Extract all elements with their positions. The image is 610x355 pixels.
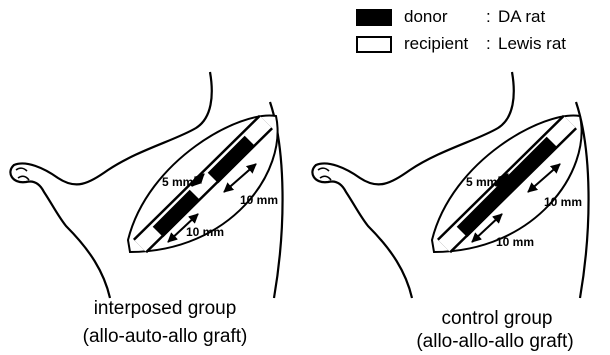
caption-control-line1: control group	[402, 308, 592, 330]
label-5mm: 5 mm	[466, 175, 497, 189]
label-10mm-right: 10 mm	[544, 195, 582, 209]
caption-interposed-line2: (allo-auto-allo graft)	[30, 326, 300, 348]
label-5mm: 5 mm	[162, 175, 193, 189]
label-10mm-lower: 10 mm	[186, 225, 224, 239]
panel-interposed: 5 mm 10 mm 10 mm	[10, 72, 282, 298]
label-10mm-lower: 10 mm	[496, 235, 534, 249]
panel-control: 5 mm 10 mm 10 mm	[312, 72, 588, 298]
caption-interposed-line1: interposed group	[40, 298, 290, 320]
rat-paw	[318, 168, 331, 180]
caption-control-line2: (allo-allo-allo graft)	[384, 331, 606, 353]
label-10mm-right: 10 mm	[240, 193, 278, 207]
rat-paw	[16, 168, 29, 180]
